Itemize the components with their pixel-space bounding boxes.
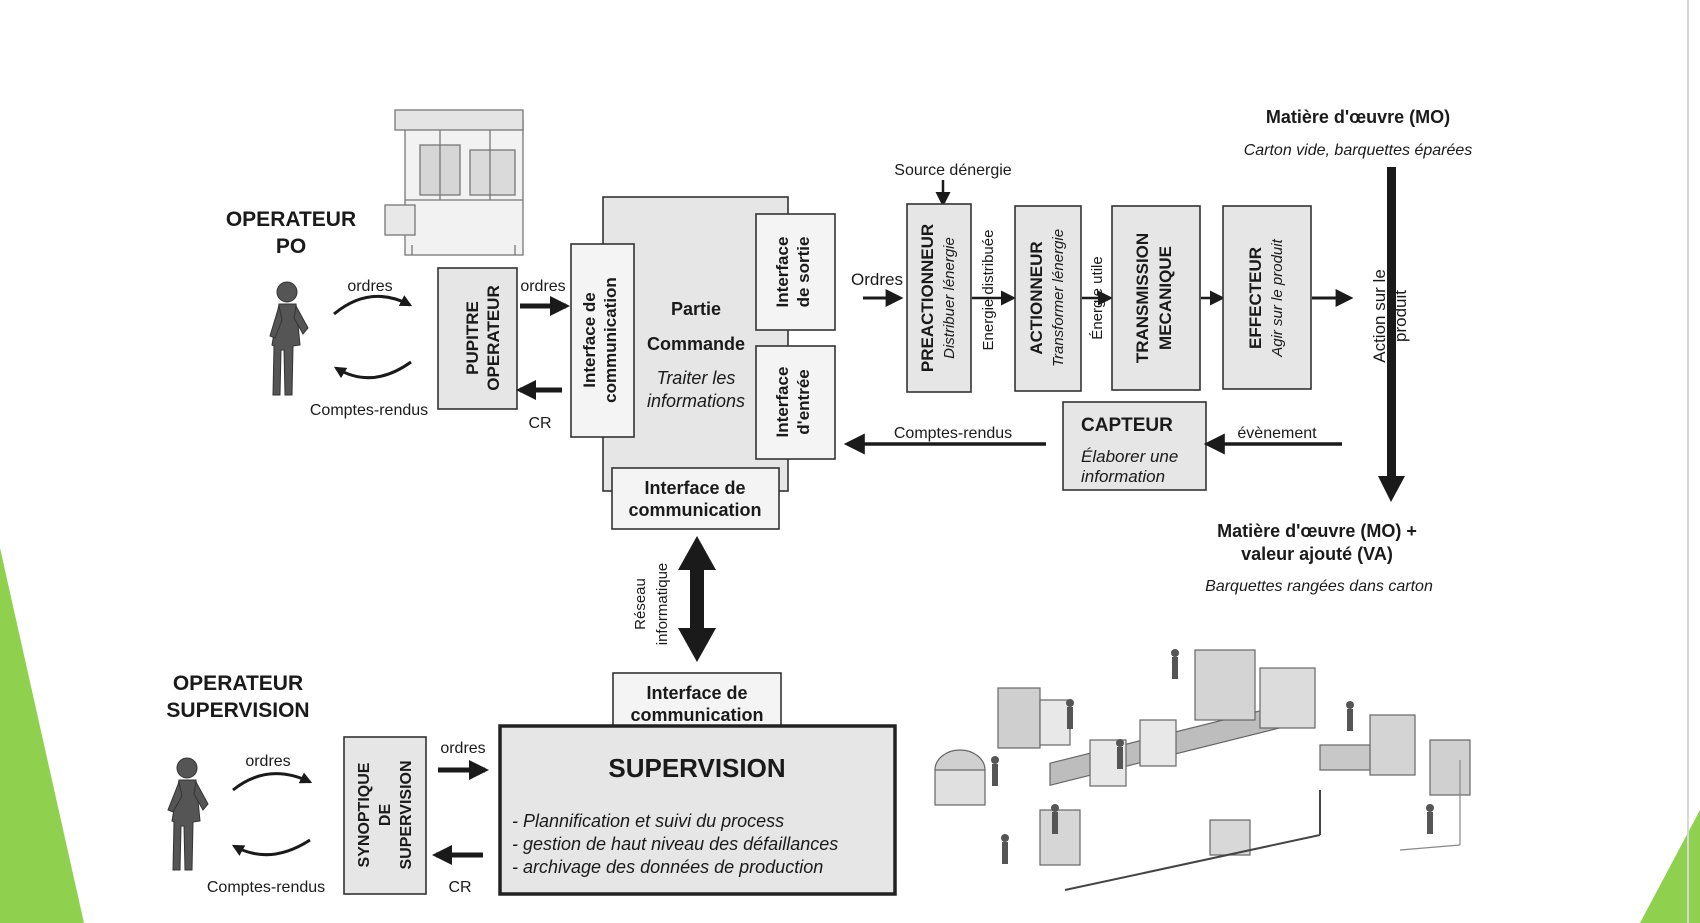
reseau-label-1: Réseau [632,578,649,630]
mo-bottom-sub: Barquettes rangées dans carton [1205,578,1433,595]
actionneur-sub: Transformer lénergie [1050,229,1067,367]
interface-entree-label-2: d'entrée [794,369,813,434]
interface-sortie-label-1: Interface [773,237,792,308]
supervision-box [498,724,897,896]
supervision-title: SUPERVISION [608,753,785,783]
interface-entree-label-1: Interface [773,367,792,438]
supervisor-figure-icon [167,757,209,871]
cr-label-pc: CR [528,415,551,432]
interface-sortie-box [755,213,836,331]
mo-top-title: Matière d'œuvre (MO) [1266,107,1450,127]
interface-sortie-label-2: de sortie [794,237,813,308]
evenement-label: évènement [1237,425,1317,442]
effecteur-title: EFFECTEUR [1246,247,1265,349]
operator-supervision-label-1: OPERATEUR [173,672,303,695]
pupitre-label-1: PUPITRE [463,301,482,375]
operator-figure-icon [269,281,309,396]
cr-curve-sup [231,838,311,857]
operator-po-label-1: OPERATEUR [226,208,356,231]
supervision-item-2: - gestion de haut niveau des défaillance… [512,834,838,854]
capteur-sub-2: information [1081,467,1165,486]
pupitre-label-2: OPERATEUR [484,285,503,390]
partie-commande-title-2: Commande [647,334,745,354]
cr-curve-po [333,360,412,380]
interface-entree-box [755,345,836,460]
action-produit-label-2: produit [1391,290,1410,342]
preactionneur-sub: Distribuer lénergie [941,237,958,359]
green-corner-right [1640,810,1700,923]
transmission-label-2: MECANIQUE [1156,246,1175,350]
synoptique-label-1: SYNOPTIQUE [356,762,373,867]
interface-comm-supervision-label-2: communication [630,705,763,725]
interface-comm-left-box [570,243,635,438]
comptes-rendus-label-po: Comptes-rendus [310,402,428,419]
supervision-item-3: - archivage des données de production [512,857,823,877]
preactionneur-title: PREACTIONNEUR [918,224,937,372]
partie-commande-title-1: Partie [671,299,721,319]
reseau-label-2: informatique [654,563,671,646]
comptes-rendus-label-right: Comptes-rendus [894,425,1012,442]
mo-bottom-title-1: Matière d'œuvre (MO) + [1217,521,1417,541]
capteur-sub-1: Élaborer une [1081,447,1178,466]
effecteur-sub: Agir sur le produit [1269,238,1286,357]
capteur-title: CAPTEUR [1081,415,1173,436]
cr-label-supervision: CR [448,879,471,896]
action-produit-label-1: Action sur le [1370,269,1389,363]
ordres-label-pc: ordres [520,278,565,295]
effecteur-box [1222,205,1312,390]
interface-comm-bottom-box [611,467,780,530]
transmission-box [1111,205,1201,391]
supervision-item-1: - Plannification et suivi du process [512,811,784,831]
ordres-curve-po [333,294,413,316]
interface-comm-bottom-label-2: communication [628,500,761,520]
ordres-label-right: Ordres [851,270,903,289]
factory-workers-icon [991,649,1434,864]
transmission-label-1: TRANSMISSION [1133,233,1152,363]
ordres-curve-sup [232,772,313,792]
operator-po-label-2: PO [276,235,306,258]
operator-supervision-label-2: SUPERVISION [166,699,309,722]
energie-distribuee-label: Energie distribuée [980,230,997,351]
preactionneur-box [906,203,972,393]
synoptique-label-2: DE [377,804,394,827]
pupitre-operateur-box [437,267,518,410]
synoptique-label-3: SUPERVISION [398,760,415,869]
actionneur-title: ACTIONNEUR [1027,241,1046,354]
interface-comm-supervision-label-1: Interface de [646,683,747,703]
ordres-label-po: ordres [347,278,392,295]
partie-commande-sub-2: informations [647,391,745,411]
mo-top-sub: Carton vide, barquettes éparées [1244,142,1473,159]
factory-line-illustration [934,649,1471,891]
green-corner-left [0,548,84,923]
machine-top-icon [384,109,524,256]
interface-comm-bottom-label-1: Interface de [644,478,745,498]
mo-flow-arrow [1378,167,1405,502]
interface-comm-left-label-2: communication [601,277,620,403]
interface-comm-left-label-1: Interface de [580,292,599,387]
actionneur-box [1014,205,1082,392]
ordres-label-sup: ordres [245,753,290,770]
source-energie-label: Source dénergie [894,162,1012,179]
synoptique-box [343,736,427,895]
comptes-rendus-label-sup: Comptes-rendus [207,879,325,896]
reseau-double-arrow [678,536,716,662]
mo-bottom-title-2: valeur ajouté (VA) [1241,544,1393,564]
ordres-label-supervision: ordres [440,740,485,757]
partie-commande-sub-1: Traiter les [657,368,736,388]
